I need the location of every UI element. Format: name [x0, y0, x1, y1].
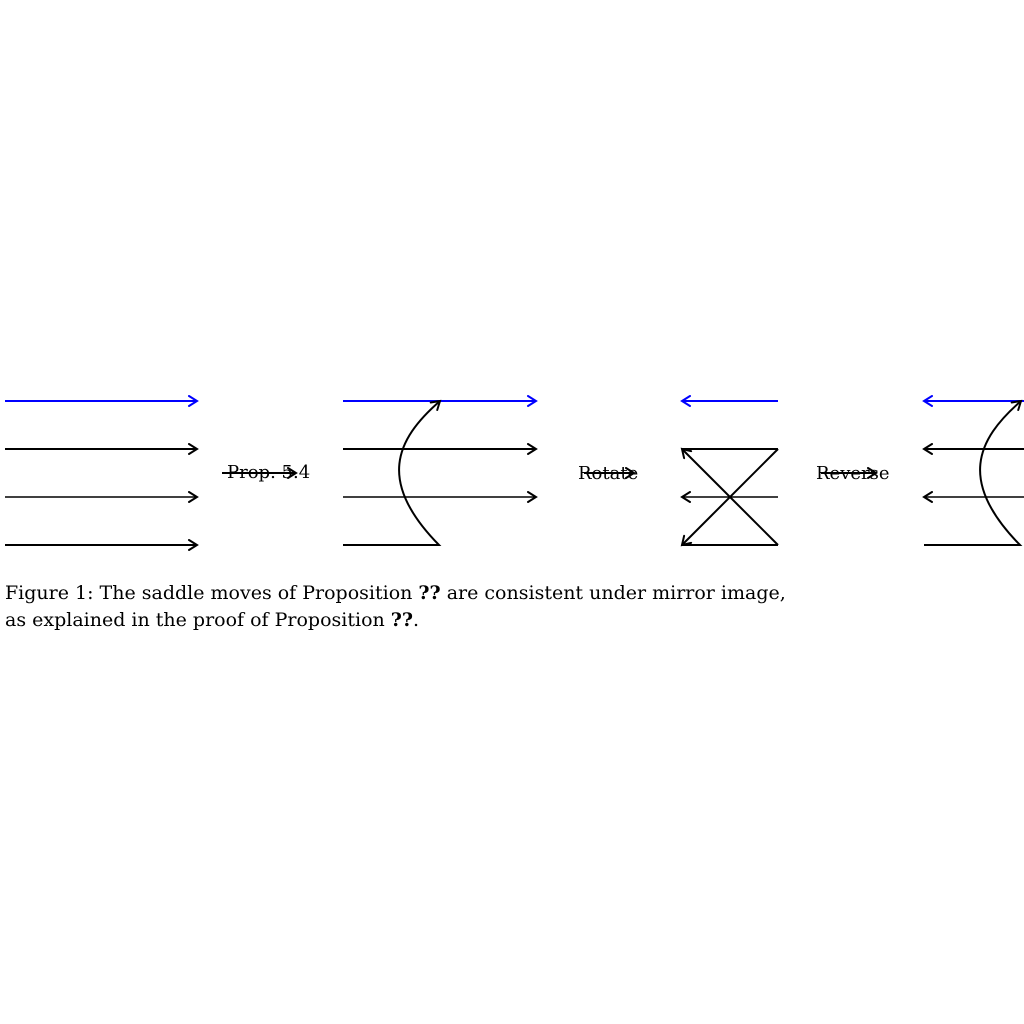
transition-prop: Prop. 5.4: [222, 462, 310, 483]
caption-line-1: Figure 1: The saddle moves of Propositio…: [5, 580, 1015, 607]
saddle-curve: [343, 399, 442, 546]
caption-line-2: as explained in the proof of Proposition…: [5, 607, 1015, 634]
panel-saddle: [343, 395, 538, 546]
panel-rotated: [680, 395, 779, 547]
figure-caption: Figure 1: The saddle moves of Propositio…: [5, 580, 1015, 634]
transition-rotate: Rotate: [578, 463, 638, 484]
transition-reverse: Reverse: [816, 463, 890, 484]
panel-reversed: [922, 395, 1024, 546]
caption-text: .: [413, 609, 420, 631]
transition-label: Reverse: [816, 463, 890, 484]
caption-text: are consistent under mirror image,: [440, 582, 786, 604]
transition-label: Rotate: [578, 463, 638, 484]
transition-label: Prop. 5.4: [227, 462, 310, 483]
caption-text: Figure 1: The saddle moves of Propositio…: [5, 582, 419, 604]
caption-text: as explained in the proof of Proposition: [5, 609, 391, 631]
panel-initial: [5, 395, 199, 551]
cross-strand-lower: [680, 448, 779, 547]
proposition-ref[interactable]: ??: [390, 609, 414, 631]
proposition-ref[interactable]: ??: [418, 582, 441, 604]
saddle-curve: [924, 399, 1023, 546]
